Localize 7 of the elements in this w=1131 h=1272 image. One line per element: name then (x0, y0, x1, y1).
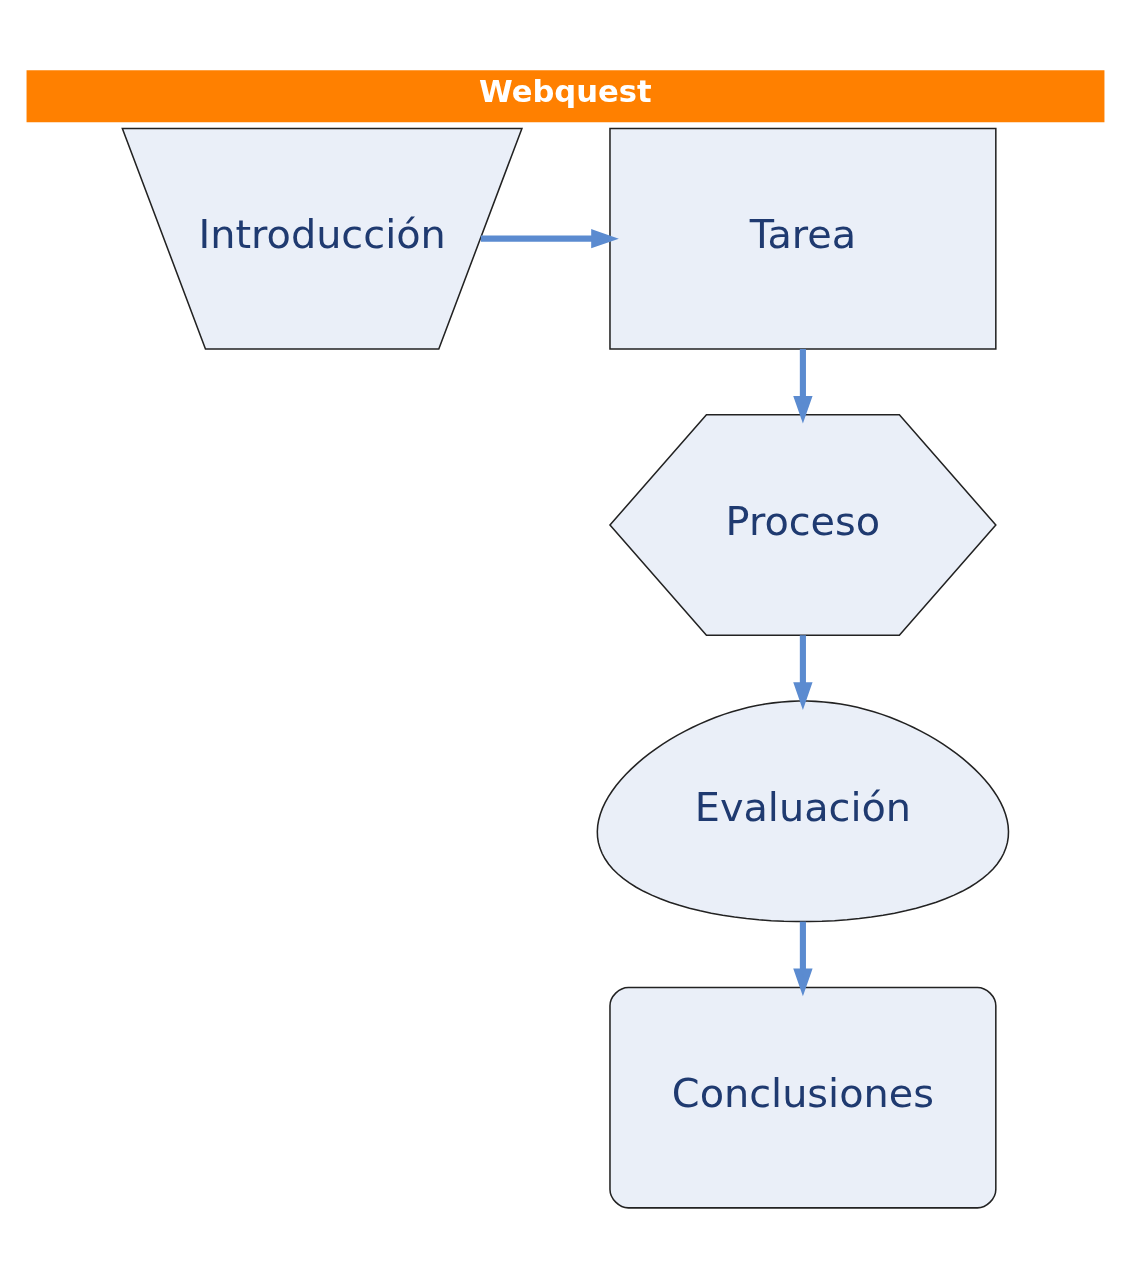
arrow (793, 921, 813, 997)
arrow (793, 348, 813, 424)
arrow (793, 635, 813, 710)
diagram-title: Webquest (478, 74, 652, 110)
node-box: Tarea (609, 127, 997, 350)
node-box: Conclusiones (609, 986, 997, 1209)
arrow (480, 229, 619, 249)
